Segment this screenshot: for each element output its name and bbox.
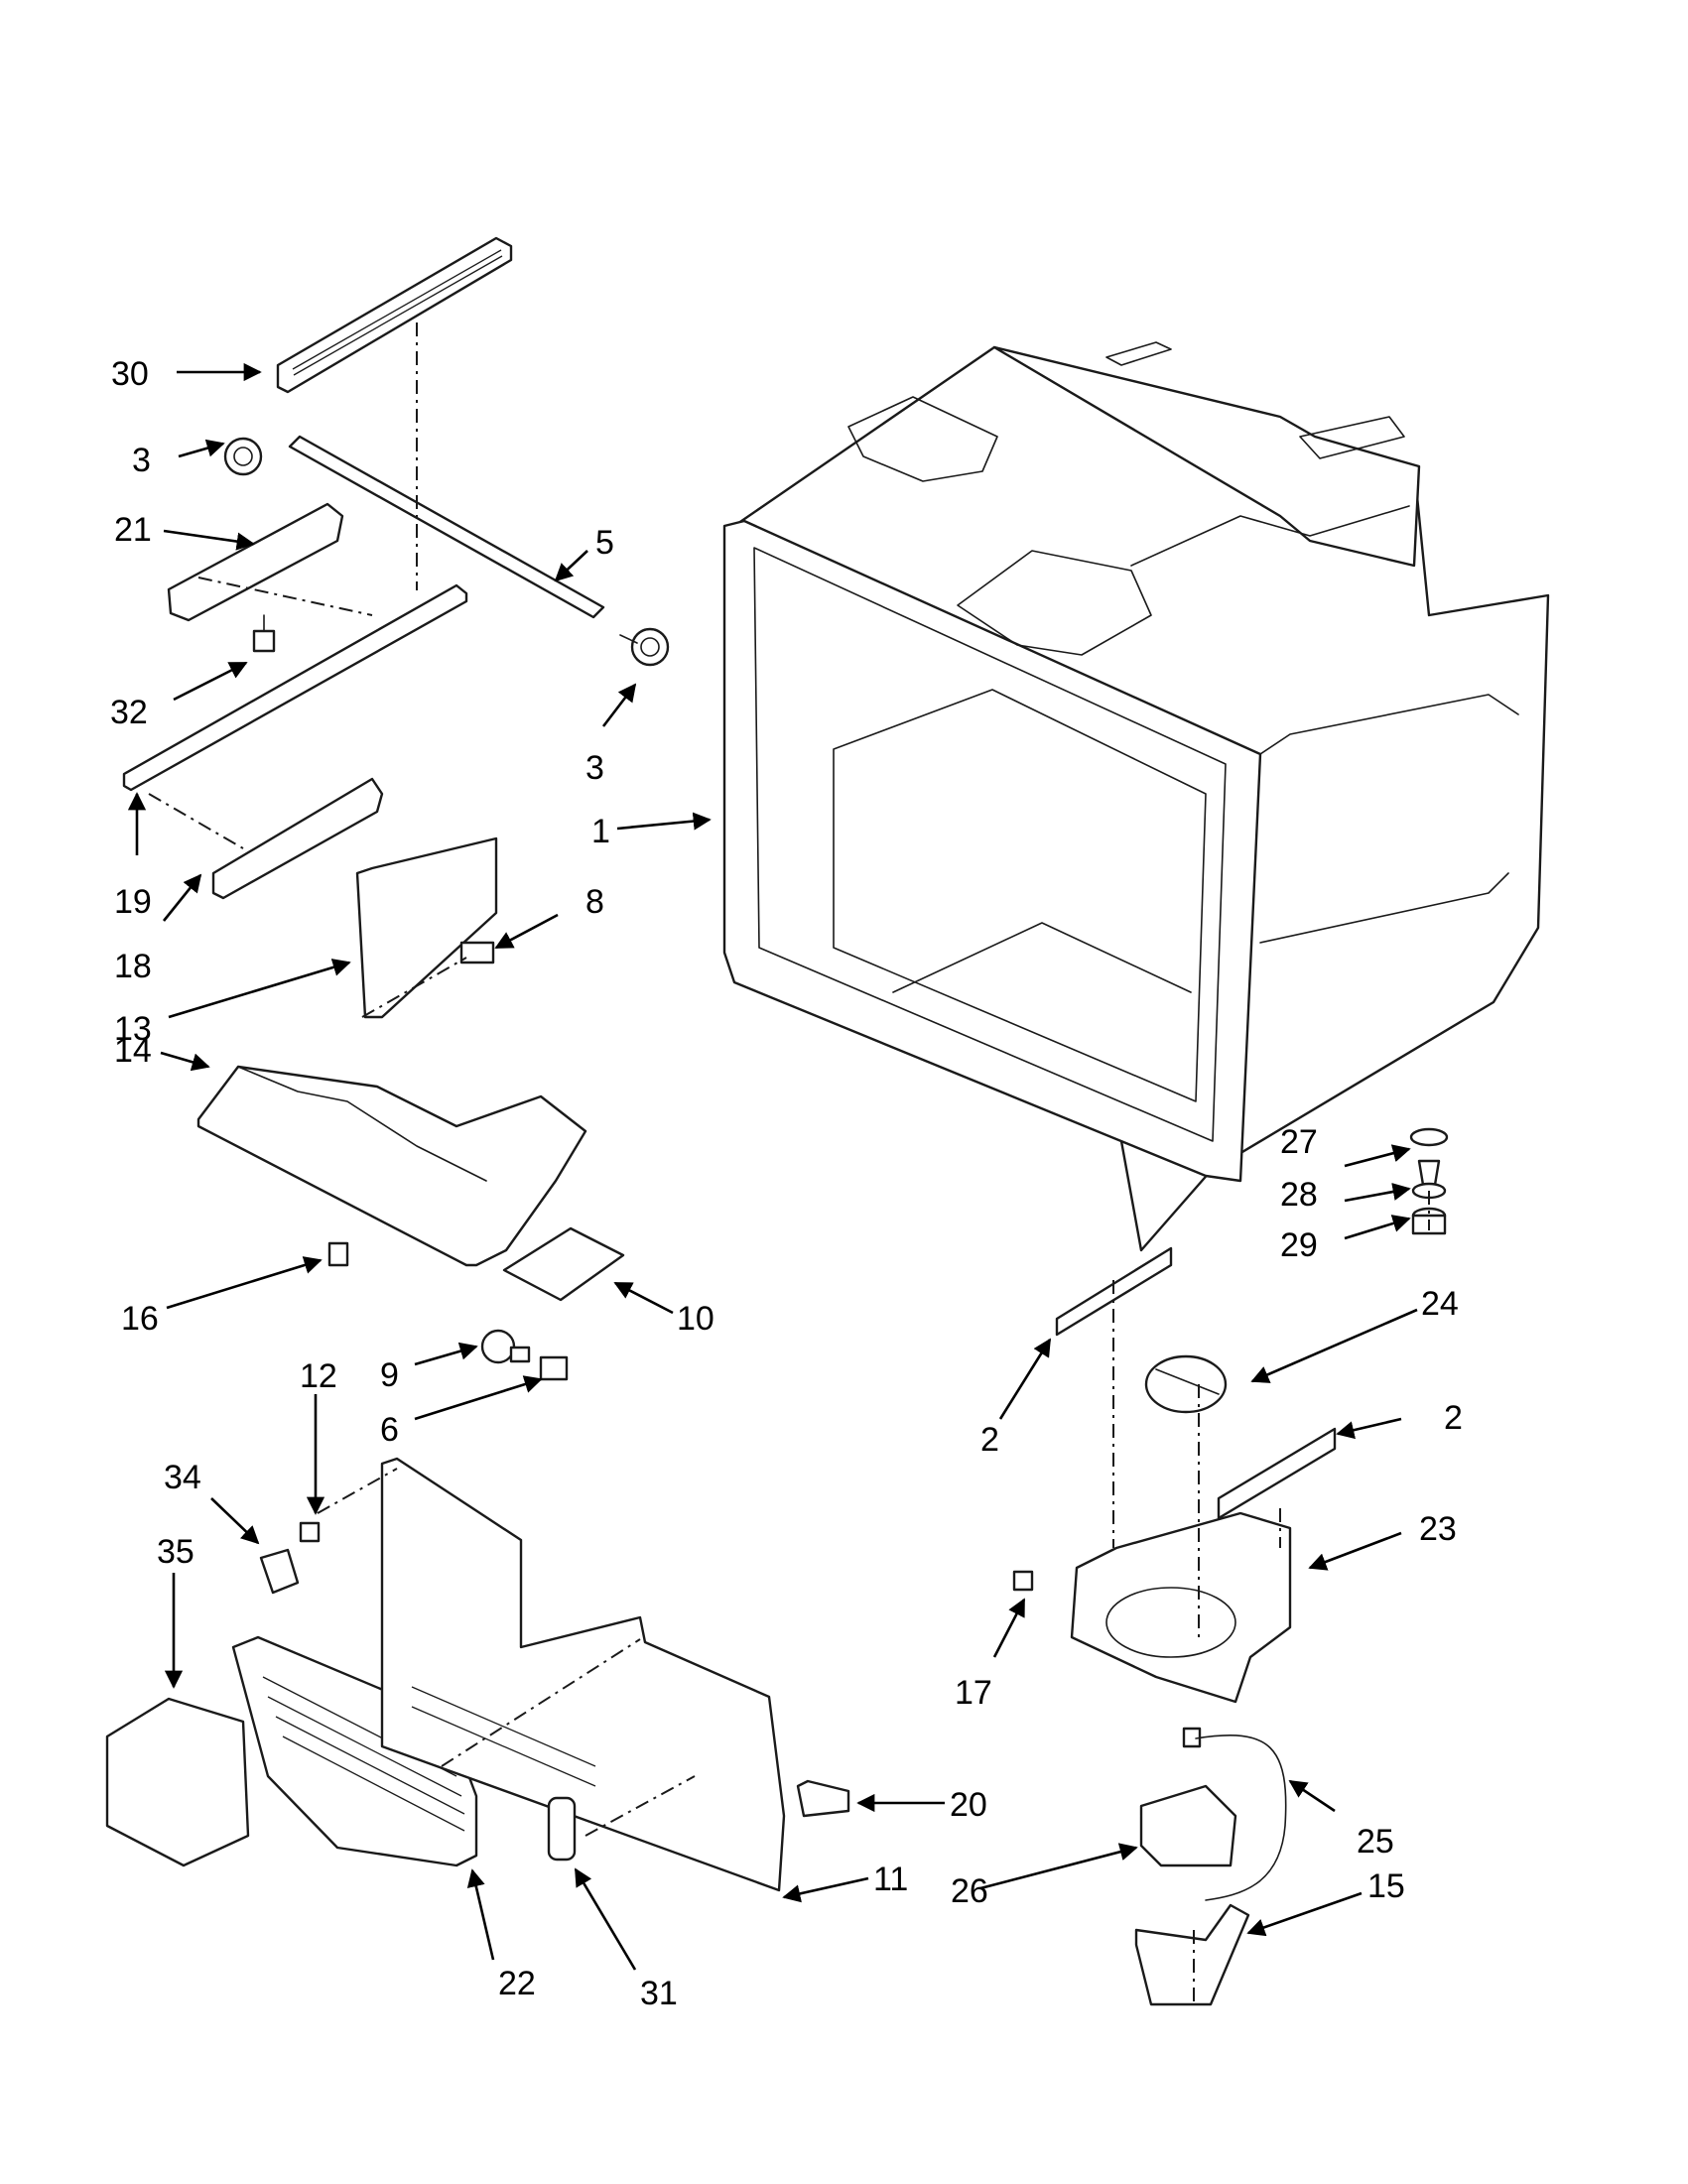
fan-shroud-part-23 xyxy=(1070,1511,1292,1704)
cover-part-14 xyxy=(196,1065,587,1267)
callout-2-left: 2 xyxy=(980,1421,999,1459)
callout-16: 16 xyxy=(121,1300,159,1338)
callout-2-right: 2 xyxy=(1444,1399,1463,1437)
damper-foam-part-27 xyxy=(1409,1127,1449,1193)
callout-29: 29 xyxy=(1280,1226,1318,1264)
callout-20: 20 xyxy=(950,1786,987,1824)
fan-motor-part-26 xyxy=(1139,1784,1237,1867)
fan-blade-part-24 xyxy=(1144,1354,1228,1414)
callout-15: 15 xyxy=(1367,1867,1405,1905)
callout-32: 32 xyxy=(110,694,148,731)
rail-part-30 xyxy=(276,236,513,394)
foam-block-part-2b xyxy=(1217,1427,1337,1520)
bulb-part-9 xyxy=(480,1329,531,1364)
slide-rail-part-19 xyxy=(122,583,468,792)
callout-11: 11 xyxy=(873,1861,908,1898)
clip-part-16 xyxy=(327,1241,349,1267)
gear-part-3a xyxy=(223,437,263,476)
callout-9: 9 xyxy=(380,1356,399,1394)
callout-12: 12 xyxy=(300,1357,337,1395)
callout-10: 10 xyxy=(677,1300,714,1338)
motor-mount-part-25 xyxy=(1182,1727,1287,1901)
callout-22: 22 xyxy=(498,1965,536,2002)
callout-21: 21 xyxy=(114,511,152,549)
label-sheet-part-10 xyxy=(502,1226,625,1302)
screw-part-32 xyxy=(252,614,276,653)
callout-34: 34 xyxy=(164,1459,201,1496)
callout-5: 5 xyxy=(595,524,614,562)
handle-part-31 xyxy=(547,1796,577,1862)
gasket-strip-part-20 xyxy=(796,1779,850,1818)
callout-6: 6 xyxy=(380,1411,399,1449)
callout-26: 26 xyxy=(951,1872,988,1910)
callout-25: 25 xyxy=(1357,1823,1394,1861)
callout-31: 31 xyxy=(640,1975,678,2012)
callout-23: 23 xyxy=(1419,1510,1457,1548)
bracket-part-15 xyxy=(1134,1903,1250,2006)
axle-rod-part-5 xyxy=(288,435,605,619)
callout-1: 1 xyxy=(591,813,610,850)
callout-13: 13 xyxy=(114,1010,152,1048)
callout-30: 30 xyxy=(111,355,149,393)
bracket-part-18 xyxy=(211,777,384,900)
bracket-part-34 xyxy=(259,1548,300,1595)
cover-part-35 xyxy=(105,1697,250,1867)
callout-17: 17 xyxy=(955,1674,992,1712)
callout-3-upper: 3 xyxy=(132,442,151,479)
callout-35: 35 xyxy=(157,1533,195,1571)
screw-part-17 xyxy=(1012,1570,1034,1592)
freezer-liner-part xyxy=(722,341,1550,1252)
callout-18: 18 xyxy=(114,948,152,985)
cap-part-29 xyxy=(1411,1207,1447,1235)
callout-24: 24 xyxy=(1421,1285,1459,1323)
callout-27: 27 xyxy=(1280,1123,1318,1161)
callout-3-lower: 3 xyxy=(585,749,604,787)
callout-labels: 30 3 21 5 32 3 1 19 18 8 13 14 27 28 29 … xyxy=(110,355,1463,2012)
grille-part-22 xyxy=(231,1635,478,1867)
panel-part-11 xyxy=(380,1457,786,1892)
socket-part-6 xyxy=(539,1355,569,1381)
screw-part-12 xyxy=(299,1521,321,1543)
screw-part-8 xyxy=(459,941,495,964)
callout-28: 28 xyxy=(1280,1176,1318,1214)
leader-lines xyxy=(127,362,1418,1971)
explode-lines xyxy=(148,322,1430,2004)
callout-14: 14 xyxy=(114,1032,152,1070)
callout-19: 19 xyxy=(114,883,152,921)
bracket-part-13 xyxy=(355,836,498,1019)
gear-part-3b xyxy=(619,627,670,667)
callout-8: 8 xyxy=(585,883,604,921)
bracket-part-21 xyxy=(167,502,344,622)
